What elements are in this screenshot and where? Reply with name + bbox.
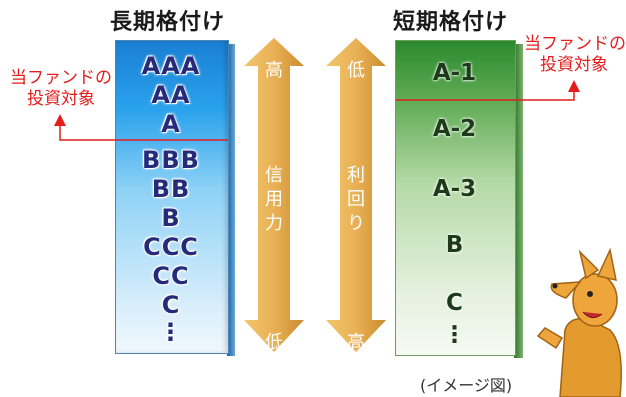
rating-c-short: C	[446, 290, 463, 316]
rating-aaa: AAA	[141, 52, 201, 80]
rating-bbb: BBB	[142, 146, 200, 174]
left-target-line	[54, 114, 228, 141]
credit-low-label: 低	[265, 332, 283, 353]
yield-char-2: 回	[347, 189, 365, 210]
yield-vertical-label: 利 回 り	[344, 164, 368, 236]
credit-arrow-shape	[244, 38, 304, 352]
left-investment-target-label: 当ファンドの 投資対象	[6, 68, 116, 110]
right-label-line2: 投資対象	[540, 55, 608, 75]
long-term-heading: 長期格付け	[110, 10, 226, 35]
rating-a-1: A-1	[432, 60, 477, 86]
yield-char-3: り	[347, 213, 365, 234]
short-term-heading: 短期格付け	[393, 10, 509, 35]
credit-high-label: 高	[265, 60, 283, 81]
mascot-illustration	[536, 247, 622, 397]
yield-high-label: 高	[347, 332, 365, 353]
rating-bb: BB	[151, 175, 191, 203]
right-target-line	[396, 80, 580, 101]
yield-low-label: 低	[347, 60, 365, 81]
right-investment-target-label: 当ファンドの 投資対象	[524, 34, 626, 76]
rating-b-short: B	[445, 232, 464, 258]
rating-more: ⋮	[158, 318, 184, 346]
rating-a-2: A-2	[432, 116, 477, 142]
left-label-line2: 投資対象	[27, 89, 95, 109]
image-caption: (イメージ図)	[420, 376, 513, 395]
rating-a-3: A-3	[432, 176, 477, 202]
credit-vertical-label: 信 用 力	[262, 164, 286, 236]
short-term-rating-column: A-1 A-2 A-3 B C ⋮	[395, 40, 523, 362]
yield-char-1: 利	[347, 165, 365, 186]
rating-more-short: ⋮	[443, 322, 466, 348]
rating-aa: AA	[151, 81, 191, 109]
credit-char-2: 用	[265, 189, 283, 210]
rating-ccc: CCC	[143, 233, 199, 261]
credit-char-1: 信	[265, 165, 283, 186]
right-label-line1: 当ファンドの	[524, 34, 626, 54]
rating-cc: CC	[152, 262, 190, 290]
credit-char-3: 力	[265, 213, 283, 234]
left-label-line1: 当ファンドの	[10, 68, 112, 88]
yield-arrow-shape	[326, 38, 386, 352]
rating-b: B	[161, 204, 181, 232]
rating-c: C	[161, 291, 181, 319]
rating-a: A	[161, 110, 181, 138]
long-term-rating-column: AAA AA A BBB BB B CCC CC C ⋮	[115, 40, 235, 360]
